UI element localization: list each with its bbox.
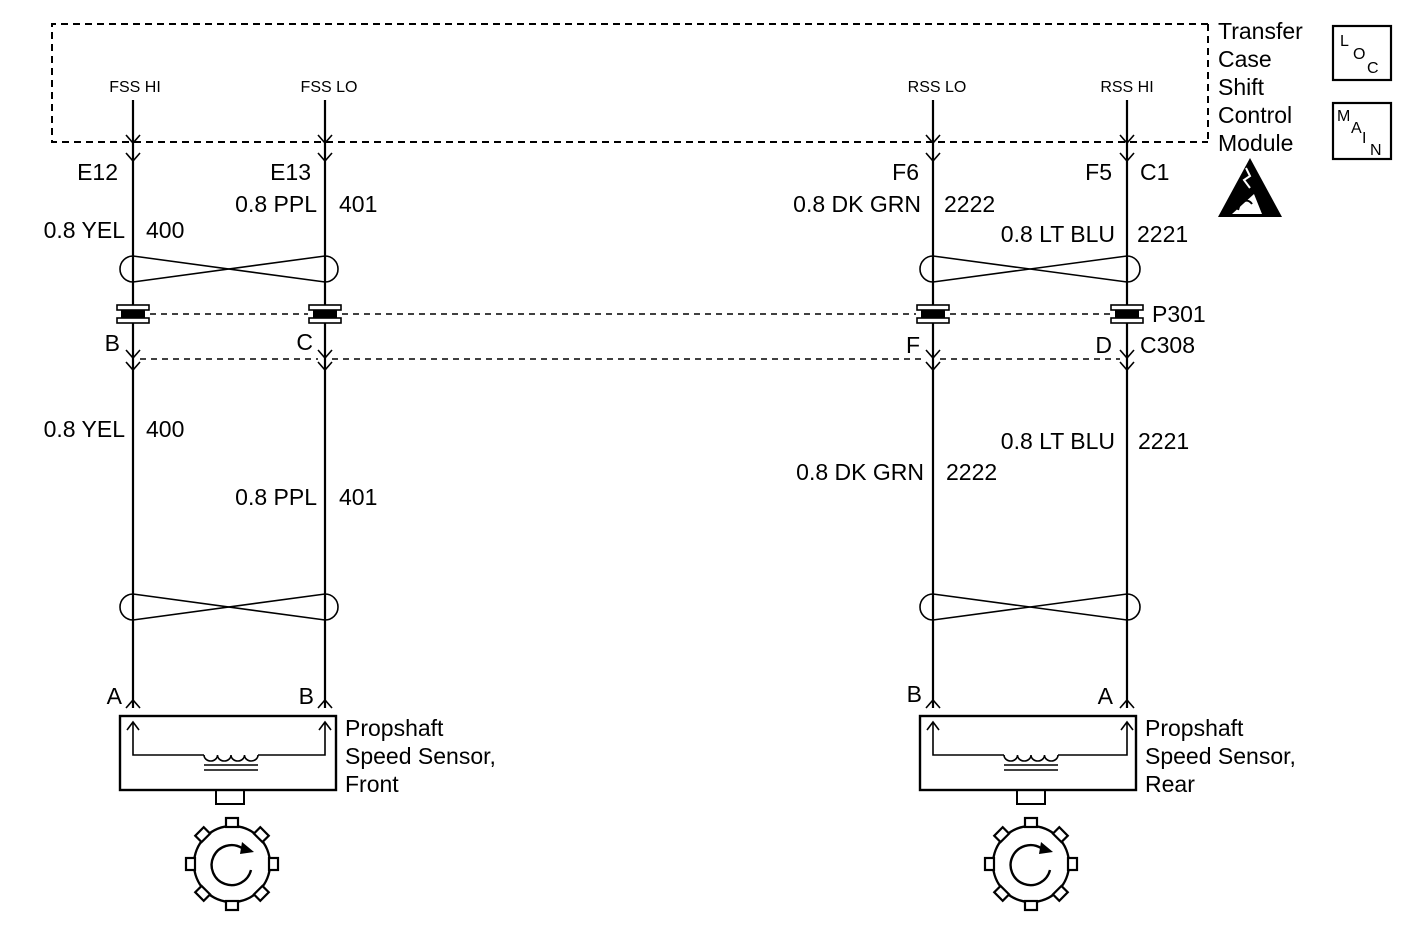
svg-text:2222: 2222: [946, 459, 997, 485]
pin-label-fss-lo: FSS LO: [301, 79, 358, 96]
svg-text:L: L: [1340, 33, 1349, 50]
main-badge: M A I N: [1331, 101, 1393, 161]
esd-warning-icon: [1218, 158, 1282, 217]
svg-text:Control: Control: [1218, 102, 1292, 128]
svg-text:B: B: [299, 683, 314, 709]
svg-text:Case: Case: [1218, 46, 1272, 72]
svg-text:I: I: [1362, 130, 1366, 147]
svg-text:C: C: [1367, 60, 1379, 77]
svg-text:E12: E12: [77, 159, 118, 185]
svg-text:0.8 PPL: 0.8 PPL: [235, 484, 317, 510]
svg-text:A: A: [1098, 683, 1114, 709]
module-boundary: [51, 23, 1209, 143]
svg-text:0.8 DK GRN: 0.8 DK GRN: [796, 459, 924, 485]
svg-text:Transfer: Transfer: [1218, 18, 1303, 44]
sensor-front: A B Propshaft Speed Sensor, Front: [107, 683, 496, 805]
twisted-pair-lower-front: [119, 593, 339, 621]
svg-text:A: A: [1351, 120, 1362, 137]
svg-text:F5: F5: [1085, 159, 1112, 185]
svg-text:Propshaft: Propshaft: [345, 715, 444, 741]
pin-label-rss-lo: RSS LO: [908, 79, 967, 96]
svg-text:E13: E13: [270, 159, 311, 185]
svg-text:400: 400: [146, 217, 184, 243]
svg-text:F6: F6: [892, 159, 919, 185]
svg-text:0.8 DK GRN: 0.8 DK GRN: [793, 191, 921, 217]
svg-text:M: M: [1337, 108, 1350, 125]
twisted-pair-lower-rear: [919, 593, 1141, 621]
svg-text:C1: C1: [1140, 159, 1169, 185]
wires: [131, 100, 1129, 708]
svg-text:0.8 LT BLU: 0.8 LT BLU: [1001, 428, 1115, 454]
sensor-pin-chevrons: [125, 698, 1135, 709]
svg-text:Propshaft: Propshaft: [1145, 715, 1244, 741]
top-connector-labels: E12 E13 F6 F5 C1: [77, 159, 1169, 185]
loc-badge: L O C: [1331, 24, 1393, 82]
svg-text:0.8 YEL: 0.8 YEL: [44, 217, 126, 243]
module-name: Transfer Case Shift Control Module: [1218, 18, 1303, 156]
inline-connector-c308: B C F D C308: [105, 329, 1195, 372]
sensor-rear: B A Propshaft Speed Sensor, Rear: [907, 681, 1296, 805]
svg-text:Speed Sensor,: Speed Sensor,: [345, 743, 496, 769]
svg-text:P301: P301: [1152, 301, 1206, 327]
svg-text:2222: 2222: [944, 191, 995, 217]
lower-wire-labels: 0.8 YEL 400 0.8 PPL 401 0.8 DK GRN 2222 …: [44, 416, 1190, 510]
svg-text:0.8 PPL: 0.8 PPL: [235, 191, 317, 217]
svg-text:0.8 LT BLU: 0.8 LT BLU: [1001, 221, 1115, 247]
svg-text:401: 401: [339, 484, 377, 510]
passthrough-p301: P301: [116, 301, 1206, 327]
twisted-pair-upper-front: [119, 255, 339, 283]
svg-text:0.8 YEL: 0.8 YEL: [44, 416, 126, 442]
svg-text:C308: C308: [1140, 332, 1195, 358]
twisted-pair-upper-rear: [919, 255, 1141, 283]
pin-label-rss-hi: RSS HI: [1100, 79, 1153, 96]
pin-label-fss-hi: FSS HI: [109, 79, 161, 96]
svg-text:O: O: [1353, 46, 1365, 63]
svg-text:Speed Sensor,: Speed Sensor,: [1145, 743, 1296, 769]
svg-text:B: B: [105, 330, 120, 356]
svg-text:Rear: Rear: [1145, 771, 1195, 797]
svg-text:A: A: [107, 683, 123, 709]
svg-text:B: B: [907, 681, 922, 707]
svg-text:Module: Module: [1218, 130, 1293, 156]
svg-text:F: F: [906, 332, 920, 358]
upper-wire-labels: 0.8 YEL 400 0.8 PPL 401 0.8 DK GRN 2222 …: [44, 191, 1189, 247]
svg-text:N: N: [1370, 142, 1382, 159]
svg-text:Front: Front: [345, 771, 399, 797]
svg-text:2221: 2221: [1138, 428, 1189, 454]
tone-wheel-icon: [184, 816, 1079, 912]
svg-text:Shift: Shift: [1218, 74, 1265, 100]
svg-text:D: D: [1095, 332, 1112, 358]
module-pin-arrows: [125, 134, 1135, 163]
svg-text:C: C: [296, 329, 313, 355]
module-pin-labels: FSS HI FSS LO RSS LO RSS HI: [109, 79, 1153, 96]
svg-text:400: 400: [146, 416, 184, 442]
svg-text:2221: 2221: [1137, 221, 1188, 247]
svg-text:401: 401: [339, 191, 377, 217]
